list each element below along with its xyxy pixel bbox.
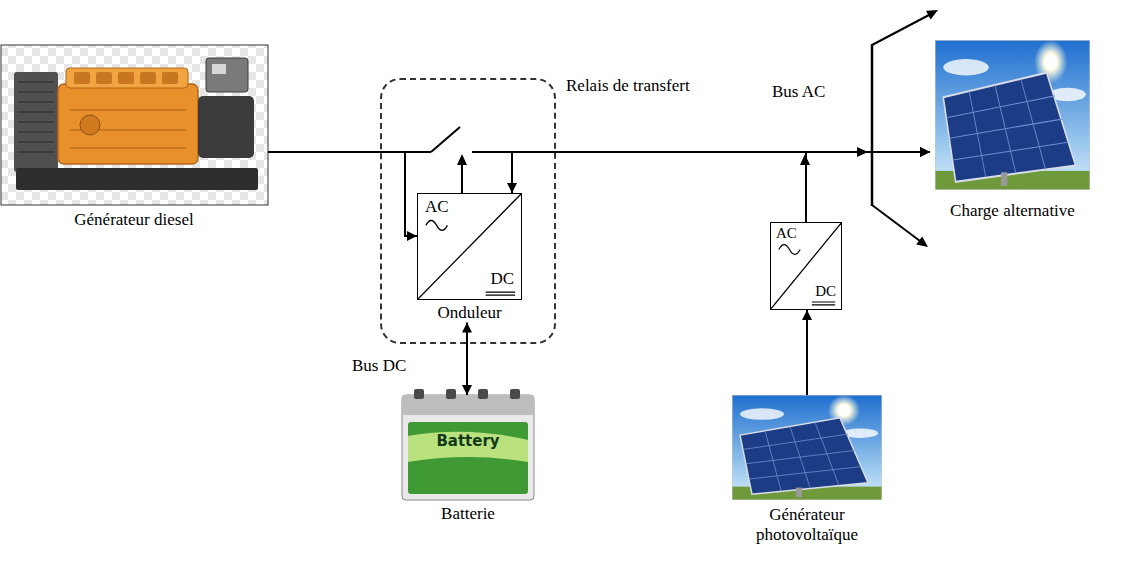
- converter-symbol-label: DC: [490, 269, 514, 289]
- converter-diagonal: [418, 194, 521, 299]
- converter-symbol-label: DC: [815, 283, 836, 300]
- arrow-heads: [457, 10, 938, 247]
- arrow-head: [457, 154, 467, 165]
- converter-square: AC DC: [417, 193, 522, 300]
- node-label: Charge alternative: [930, 201, 1095, 221]
- distribution-bar: [871, 44, 874, 206]
- battery-brand: Battery: [400, 433, 536, 450]
- converter-square: AC DC: [770, 222, 842, 310]
- node-label: Générateur photovoltaïque: [732, 505, 882, 544]
- arrow-head: [916, 236, 928, 247]
- distribution-wire: [872, 205, 920, 241]
- ac-symbol: [779, 245, 800, 255]
- dc-symbol: [812, 302, 835, 305]
- converter-symbol-label: AC: [776, 225, 797, 242]
- ac-symbol: [426, 221, 448, 231]
- converter-diagonal: [771, 223, 841, 309]
- power-flow-arrow: [268, 152, 417, 236]
- alternator: [198, 96, 254, 158]
- converter-box: AC DC: [770, 222, 842, 310]
- control-panel: [206, 58, 248, 92]
- power-flow-arrow: [806, 152, 930, 222]
- inverter-output-wire: [461, 163, 463, 193]
- distribution-wire: [872, 15, 929, 45]
- picture-frame: [1, 45, 268, 205]
- node-label: Batterie: [400, 504, 536, 524]
- engine-block: [58, 84, 198, 164]
- power-flow-arrow: [466, 323, 468, 395]
- dc-symbol: [486, 292, 515, 295]
- bus-label: Bus AC: [772, 82, 825, 102]
- arrow-head: [926, 10, 938, 20]
- generator-picture-box: Générateur diesel: [0, 45, 268, 230]
- battery-box: BatteryBatterie: [400, 395, 536, 524]
- diesel-generator-picture: [1, 45, 268, 205]
- photovoltaic-box: Générateur photovoltaïque: [732, 395, 882, 544]
- bus-label: Bus DC: [352, 356, 406, 376]
- power-flow-arrow: [512, 152, 930, 193]
- inverter-box: AC DC Onduleur: [417, 193, 522, 323]
- radiator: [14, 72, 58, 172]
- node-label: Relais de transfert: [566, 76, 690, 96]
- relay-switch: [431, 127, 460, 152]
- transfer-group: ACDCOnduleurRelais de transfert: [380, 78, 556, 344]
- converter-symbol-label: AC: [425, 197, 449, 217]
- base-frame: [16, 168, 258, 190]
- load-picture: [935, 40, 1090, 190]
- load-box: Charge alternative: [930, 38, 1095, 221]
- wiring: [268, 15, 929, 241]
- photovoltaic-picture: [732, 395, 882, 500]
- node-label: Onduleur: [417, 303, 522, 323]
- node-label: Générateur diesel: [0, 210, 268, 230]
- cylinder-heads: [66, 68, 188, 88]
- power-flow-arrow: [806, 310, 808, 395]
